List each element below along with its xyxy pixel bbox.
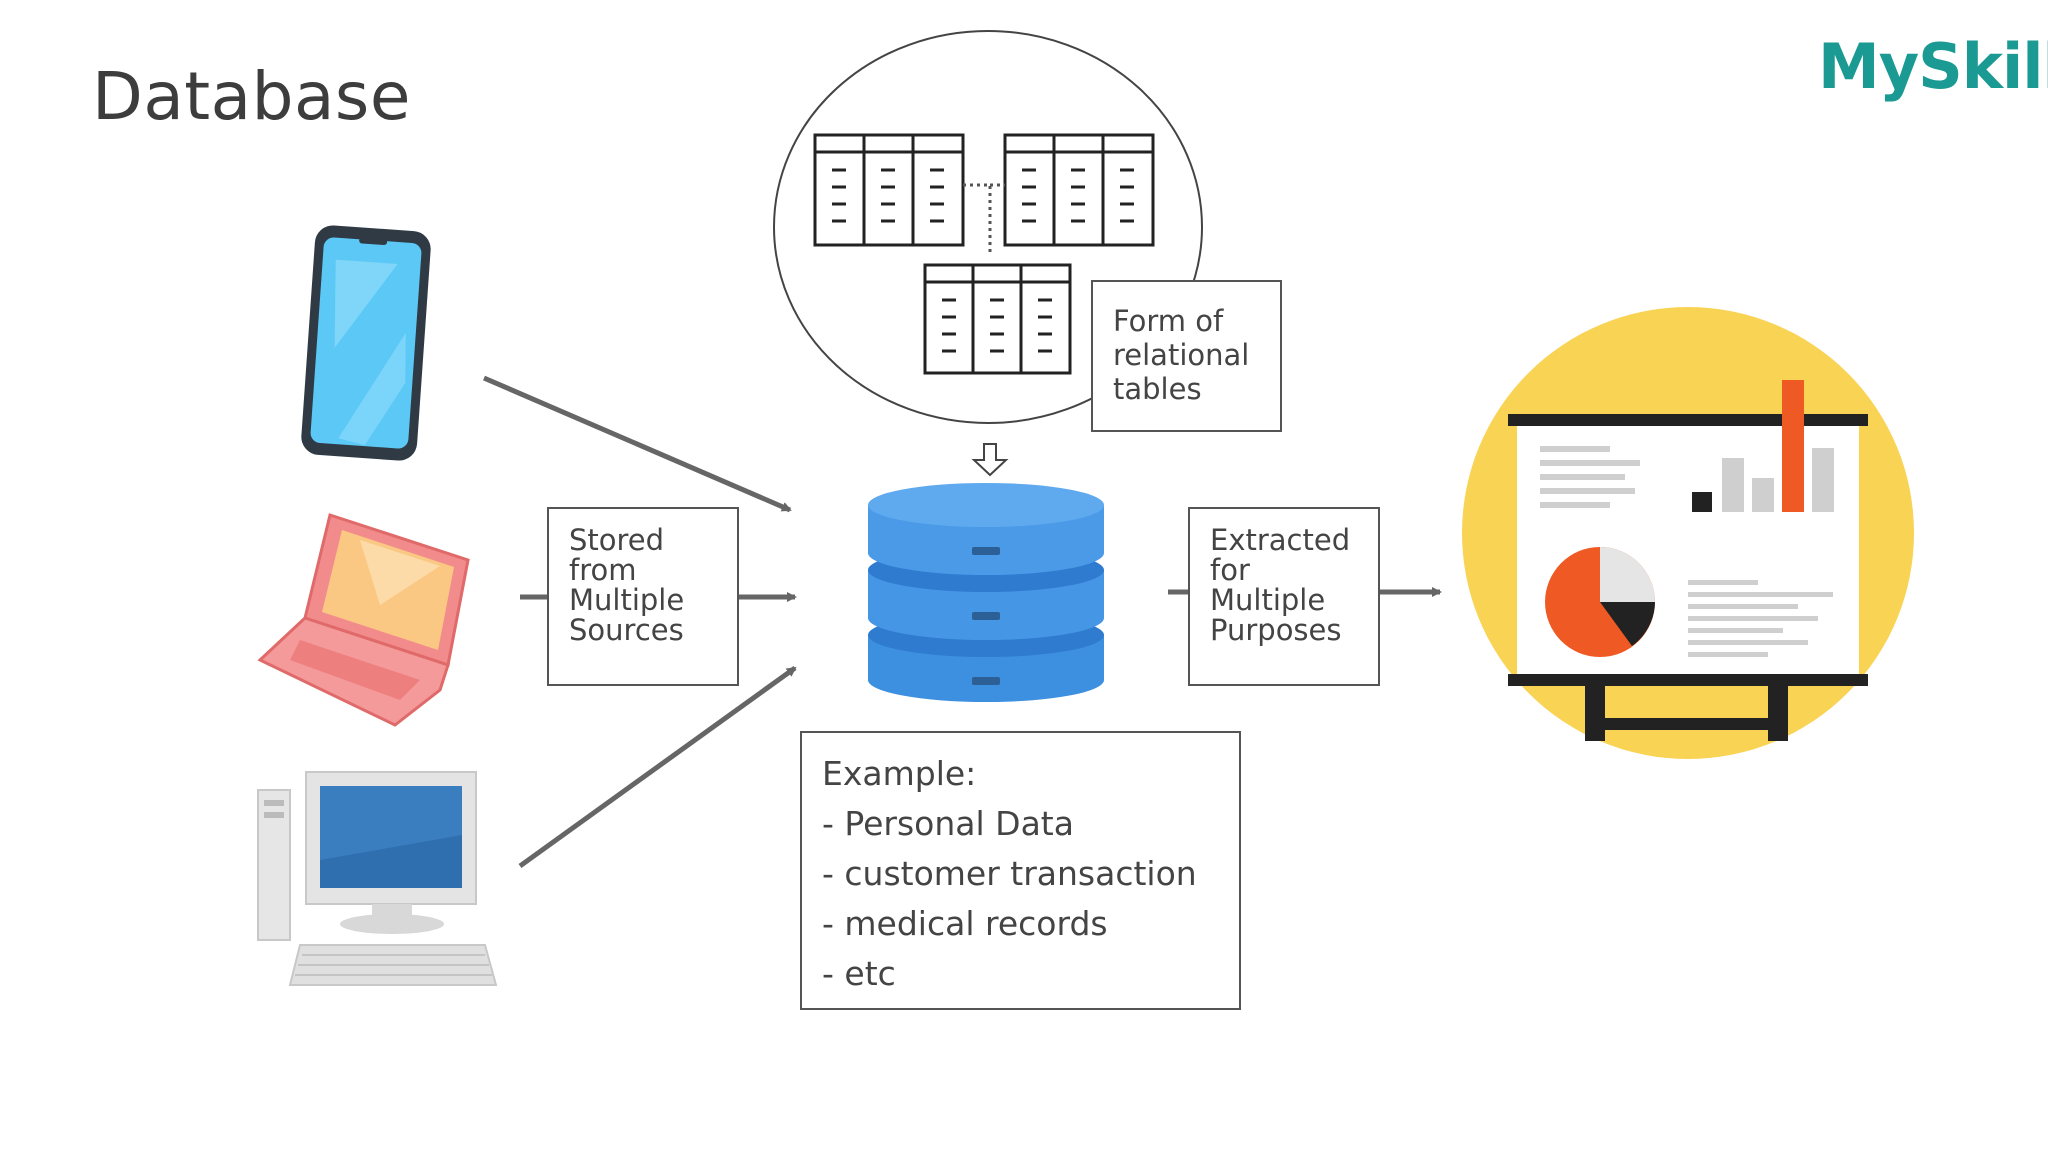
- arrow-phone-to-database: [483, 375, 792, 513]
- example-heading: Example:: [822, 754, 977, 793]
- label-line: for: [1210, 553, 1250, 587]
- example-item: - etc: [822, 954, 896, 993]
- slide-title: Database: [92, 58, 411, 135]
- table-icon: [923, 263, 1072, 375]
- example-item: - Personal Data: [822, 804, 1074, 843]
- desktop-computer-icon: [257, 771, 498, 986]
- stored-from-multiple-sources-label: Stored from Multiple Sources: [547, 507, 739, 686]
- down-arrow-icon: [971, 443, 1009, 477]
- label-line: Stored: [569, 523, 665, 557]
- label-line: from: [569, 553, 637, 587]
- table-icon: [1003, 133, 1155, 247]
- example-item: - customer transaction: [822, 854, 1197, 893]
- arrow-computer-to-database: [518, 665, 797, 869]
- label-line: Multiple: [569, 583, 685, 617]
- label-line: Sources: [569, 613, 684, 647]
- laptop-icon: [257, 513, 470, 727]
- source-arrows: [483, 375, 797, 869]
- label-line: Form of: [1113, 304, 1224, 338]
- smartphone-icon: [301, 225, 431, 461]
- form-of-relational-tables-label: Form of relational tables: [1091, 280, 1282, 432]
- label-line: tables: [1113, 372, 1202, 406]
- myskill-logo: MySkill: [1818, 30, 2048, 103]
- label-line: relational: [1113, 338, 1250, 372]
- label-line: Multiple: [1210, 583, 1326, 617]
- presentation-board-icon: [1462, 307, 1914, 759]
- label-line: Purposes: [1210, 613, 1342, 647]
- database-icon: [868, 483, 1104, 702]
- example-box: Example: - Personal Data - customer tran…: [800, 731, 1241, 1010]
- table-icon: [813, 133, 965, 247]
- label-line: Extracted: [1210, 523, 1351, 557]
- example-item: - medical records: [822, 904, 1108, 943]
- extracted-for-multiple-purposes-label: Extracted for Multiple Purposes: [1188, 507, 1380, 686]
